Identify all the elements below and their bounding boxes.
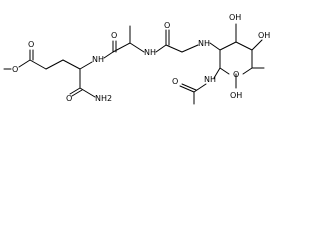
molecule-structure: O O NH O NH2 O NH O NH OH OH O OH NH O (3, 13, 270, 105)
amide-oxygen-label: O (66, 94, 72, 103)
center-nh-label: NH (144, 48, 156, 57)
amide-nh2-label: NH2 (95, 94, 112, 103)
ring-nh-label: NH (198, 39, 210, 48)
ring-hydroxyl-top-label: OH (229, 13, 241, 22)
glycine-oxygen-label: O (164, 21, 170, 30)
ester-oxygen-label: O (12, 65, 18, 74)
ester-carbonyl-oxygen-label: O (28, 40, 34, 49)
ring-hydroxyl-right-label: OH (258, 31, 270, 40)
amide-oxygen-2-label: O (111, 31, 117, 40)
alpha-nh-label: NH (92, 55, 104, 64)
acetyl-oxygen-label: O (172, 77, 178, 86)
anomeric-hydroxyl-label: OH (230, 91, 242, 100)
acetamide-nh-label: NH (204, 75, 216, 84)
ring-oxygen-label: O (233, 70, 239, 79)
atom-labels: O O NH O NH2 O NH O NH OH OH O OH NH O (12, 13, 270, 103)
bond-lines (3, 23, 265, 105)
